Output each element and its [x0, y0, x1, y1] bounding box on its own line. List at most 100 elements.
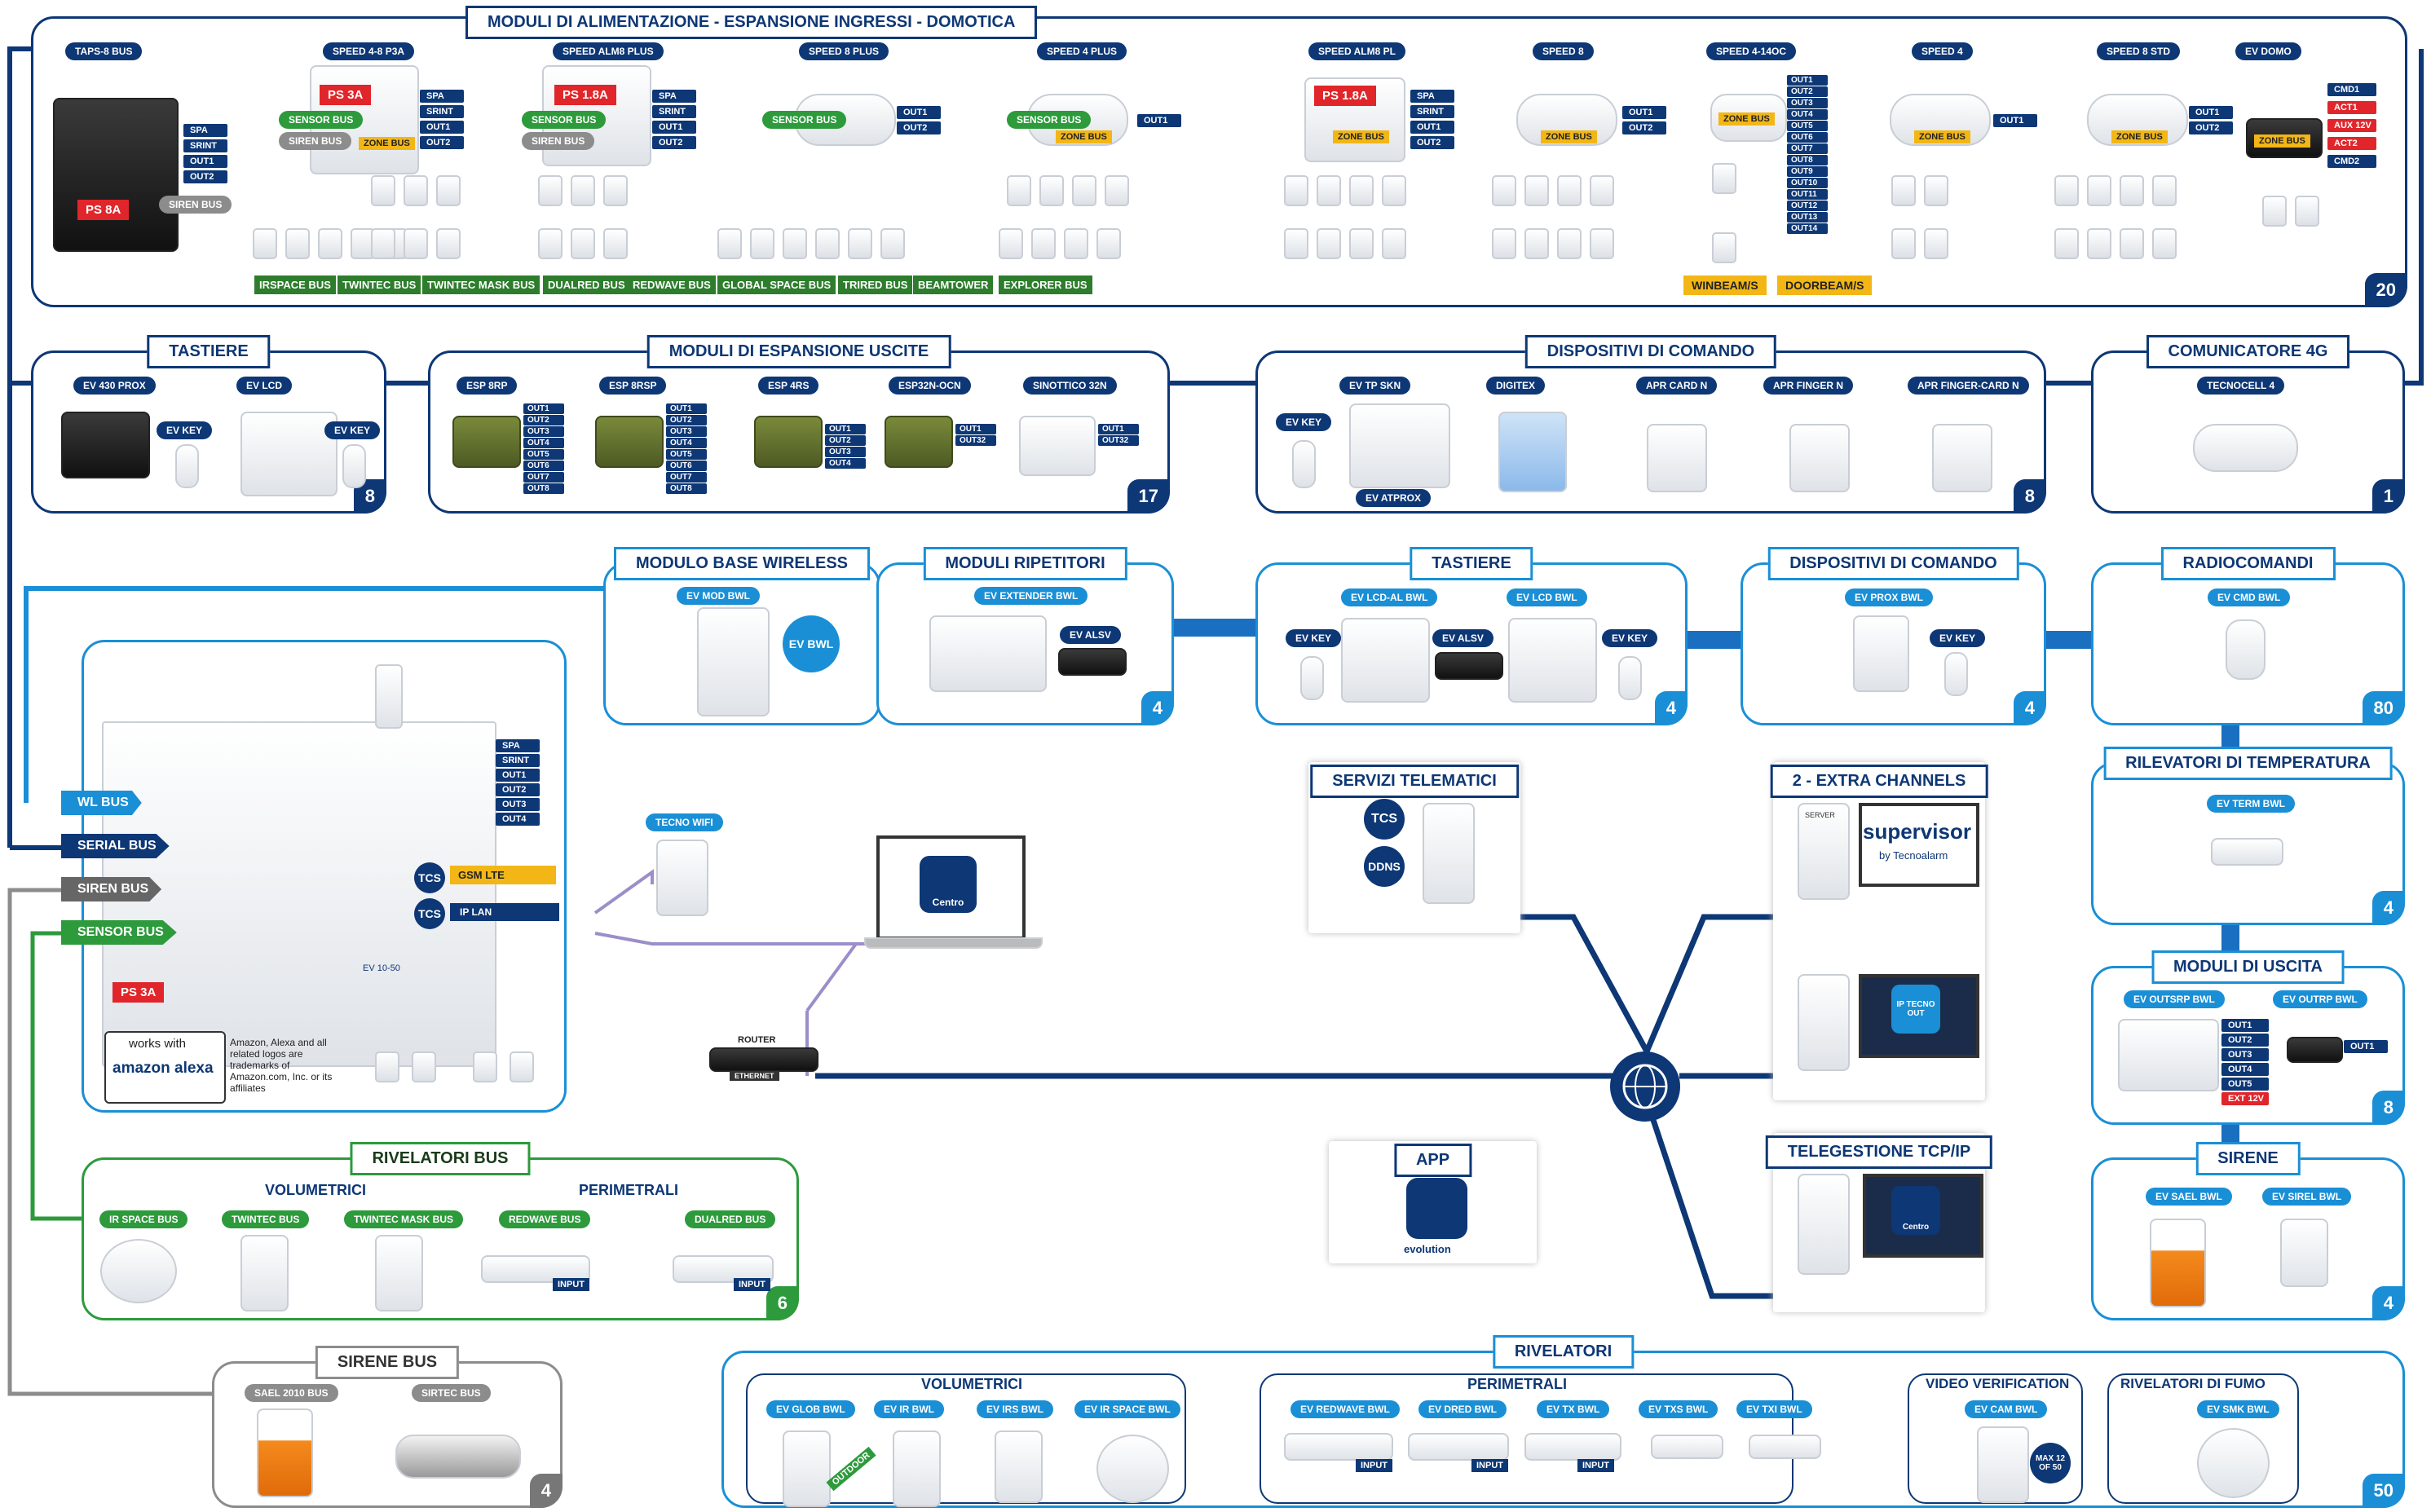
evolution-app-icon[interactable] — [1406, 1178, 1467, 1239]
device-label: EV TERM BWL — [2207, 795, 2295, 813]
tag: OUT4 — [666, 438, 707, 448]
mini-sensor — [2295, 196, 2319, 227]
tag: OUT1 — [666, 403, 707, 414]
mini-sensor — [436, 228, 461, 259]
section-count: 8 — [2371, 1091, 2405, 1125]
tag: OUT7 — [523, 472, 564, 483]
mini-sensor — [2152, 228, 2177, 259]
tag: CMD2 — [2327, 155, 2376, 168]
section-title: MODULO BASE WIRELESS — [613, 547, 871, 580]
tag: OUT3 — [2221, 1048, 2270, 1061]
mini-sensor — [1924, 175, 1948, 206]
tag: OUT4 — [1787, 109, 1828, 120]
mini-sensor — [999, 228, 1023, 259]
evprox-device — [1853, 615, 1909, 692]
device-label: EV SAEL BWL — [2146, 1188, 2232, 1206]
tag: OUT6 — [523, 461, 564, 471]
subtitle: PERIMETRALI — [579, 1182, 679, 1198]
tag: OUT11 — [1787, 189, 1828, 200]
ps-badge: PS 3A — [320, 85, 372, 105]
mini-sensor — [2262, 196, 2287, 227]
evlcd-bwl-device — [1508, 618, 1597, 703]
evolution-app-label: evolution — [1404, 1243, 1451, 1255]
section-count: 8 — [2013, 479, 2046, 514]
mini-sensor — [473, 1051, 497, 1082]
mini-sensor — [371, 228, 395, 259]
bus-label: IRSPACE BUS — [254, 276, 336, 294]
mini-sensor — [783, 228, 807, 259]
device-label: EV KEY — [1602, 629, 1658, 647]
mini-sensor — [1712, 232, 1736, 263]
mini-sensor — [1317, 228, 1341, 259]
tag: OUT3 — [1787, 98, 1828, 108]
speed8plus-tags: OUT1 OUT2 — [897, 106, 941, 134]
mini-sensor — [1072, 175, 1096, 206]
device-label: DIGITEX — [1486, 377, 1546, 395]
module-label: SPEED 4 — [1912, 42, 1973, 60]
mini-sensor — [1590, 175, 1614, 206]
evredwave-device — [1284, 1433, 1393, 1461]
device-label: EV ALSV — [1060, 626, 1121, 644]
supervisor-logo: supervisor — [1863, 819, 1971, 844]
input-tag: INPUT — [734, 1278, 770, 1291]
irspace-device — [100, 1239, 177, 1303]
device-label: TWINTEC MASK BUS — [344, 1210, 463, 1228]
speed4-tags: OUT1 — [1993, 114, 2037, 127]
device-label: EV DRED BWL — [1418, 1400, 1507, 1418]
device-label: EV OUTSRP BWL — [2124, 990, 2225, 1008]
tag: OUT1 — [1787, 75, 1828, 86]
evkey-device — [1300, 656, 1324, 700]
mini-sensor — [371, 175, 395, 206]
serial-bus-label: SERIAL BUS — [61, 834, 170, 858]
device-label: EV KEY — [324, 421, 381, 439]
section-title: MODULI DI USCITA — [2151, 950, 2345, 984]
power-section-title: MODULI DI ALIMENTAZIONE - ESPANSIONE ING… — [465, 6, 1038, 39]
device-label: EV TXS BWL — [1639, 1400, 1718, 1418]
section-title: SIRENE BUS — [315, 1346, 460, 1379]
laptop-base — [864, 937, 1043, 949]
device-label: EV 430 PROX — [73, 377, 156, 395]
device-label: EV IR BWL — [874, 1400, 944, 1418]
module-label: SPEED ALM8 PLUS — [553, 42, 664, 60]
section-count: 1 — [2371, 479, 2405, 514]
tag: SRINT — [496, 754, 540, 767]
output-module-device — [595, 416, 664, 468]
mini-sensor — [571, 228, 595, 259]
device-label: APR CARD N — [1636, 377, 1718, 395]
module-label: SPEED 8 — [1533, 42, 1594, 60]
tag: SRINT — [652, 105, 696, 118]
tag: OUT3 — [496, 798, 540, 811]
ip-lan-label: IP LAN — [450, 903, 559, 921]
device-label: EV LCD-AL BWL — [1341, 588, 1438, 606]
twintec-device — [240, 1235, 289, 1311]
bus-label: TWINTEC MASK BUS — [422, 276, 540, 294]
mini-sensor — [603, 175, 628, 206]
outsrp-tags: OUT1 OUT2 OUT3 OUT4 OUT5 EXT 12V — [2221, 1019, 2270, 1105]
power-section: MODULI DI ALIMENTAZIONE - ESPANSIONE ING… — [31, 6, 2407, 307]
mini-sensor — [2120, 175, 2144, 206]
tag: OUT32 — [955, 435, 996, 446]
siren-bus-pill: SIREN BUS — [159, 196, 232, 214]
section-count: 4 — [2013, 691, 2046, 725]
bus-label: TRIRED BUS — [838, 276, 913, 294]
bus-label: BEAMTOWER — [913, 276, 994, 294]
max-badge: MAX 12 OF 50 — [2030, 1443, 2071, 1483]
zone-bus: ZONE BUS — [1056, 130, 1112, 143]
mini-sensor — [571, 175, 595, 206]
aprfingercard-device — [1932, 424, 1992, 492]
tecnowifi-device — [656, 840, 708, 916]
evcmd-device — [2226, 619, 2266, 680]
tag: OUT2 — [897, 121, 941, 134]
zone-bus: ZONE BUS — [2111, 130, 2168, 143]
subtitle: VOLUMETRICI — [921, 1376, 1022, 1392]
zone-bus: ZONE BUS — [1914, 130, 1970, 143]
antenna-icon — [375, 664, 403, 729]
device-label: EV OUTRP BWL — [2273, 990, 2367, 1008]
evsmk-device — [2197, 1428, 2270, 1498]
evkey-device — [1292, 440, 1316, 488]
tag: OUT1 — [955, 424, 996, 434]
mini-sensor — [375, 1051, 399, 1082]
ip-tecno-out-icon: IP TECNO OUT — [1891, 985, 1940, 1034]
output-module-device — [1019, 416, 1096, 476]
